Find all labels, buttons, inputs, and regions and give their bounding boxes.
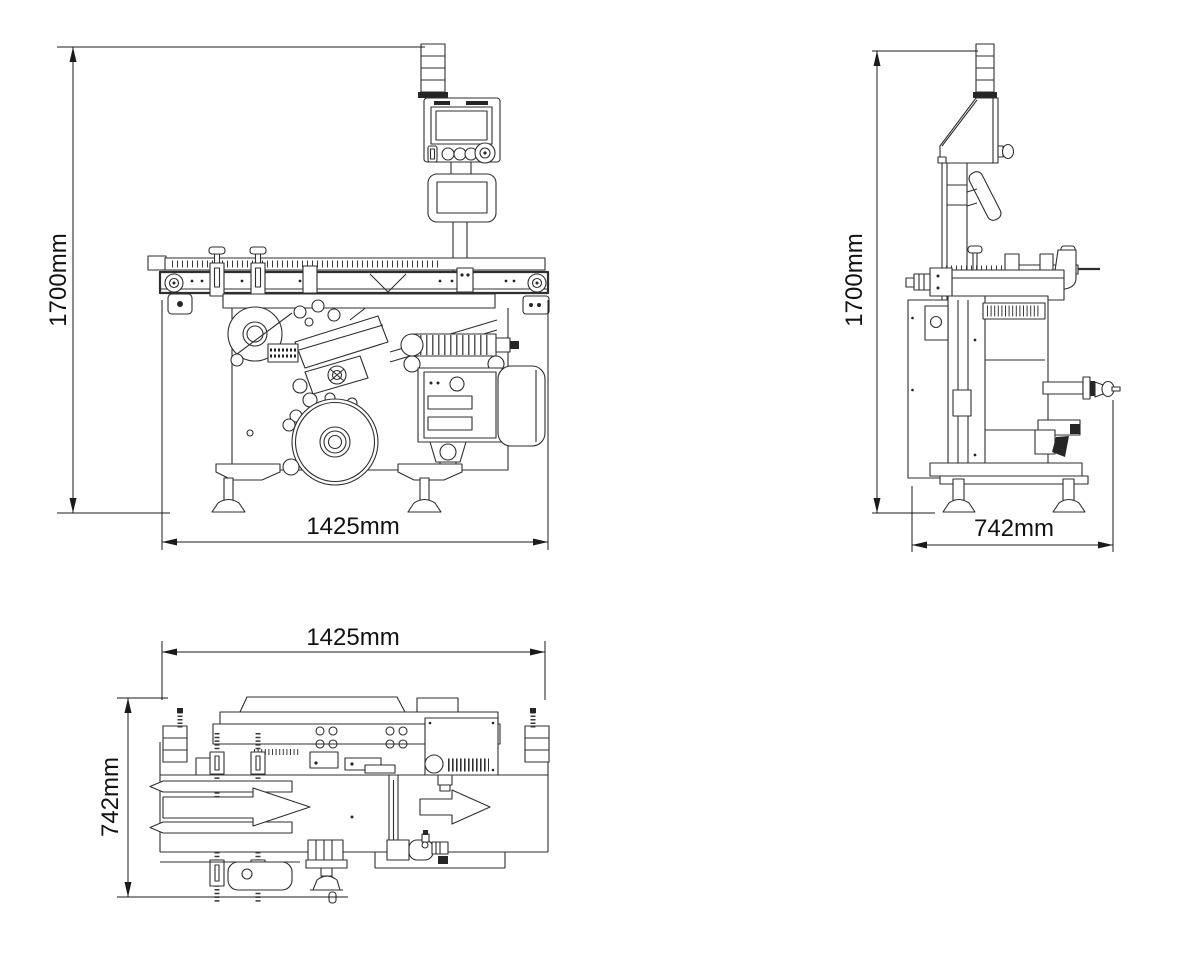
- weighing-display: [427, 173, 497, 223]
- leveling-foot: [1052, 498, 1086, 513]
- top-bottom-fittings: [305, 830, 449, 904]
- top-control-box: [424, 717, 499, 792]
- leveling-foot: [407, 498, 442, 513]
- guide-clamp-screws: [209, 733, 293, 903]
- dim-label-front-height: 1700mm: [45, 233, 72, 326]
- top-conveyor-belt: [149, 774, 548, 869]
- drive-control-box: [417, 367, 503, 443]
- dim-front-height: 1700mm: [45, 46, 425, 514]
- end-bracket: [522, 295, 550, 315]
- label-peel-point: [369, 273, 407, 293]
- side-view: 1700mm 742mm: [841, 43, 1121, 552]
- guide-adjust-knob: [249, 246, 267, 297]
- support-column: [941, 163, 968, 310]
- dim-label-front-width: 1425mm: [306, 513, 399, 540]
- machine-base: [211, 463, 463, 513]
- dim-label-side-height: 1700mm: [841, 233, 868, 326]
- display-side: [968, 171, 1002, 221]
- flow-arrow-icon: [419, 789, 491, 825]
- dim-top-width: 1425mm: [161, 624, 546, 700]
- dim-side-height: 1700mm: [841, 50, 978, 514]
- side-machine-body: [907, 295, 1049, 479]
- dim-label-top-depth: 742mm: [97, 757, 124, 837]
- dim-label-top-width: 1425mm: [306, 624, 399, 651]
- dim-front-width: 1425mm: [161, 300, 549, 550]
- dim-top-depth: 742mm: [97, 697, 348, 898]
- guide-rail-top: [149, 780, 293, 793]
- top-corner-mounts: [162, 708, 550, 763]
- hmi-button: [453, 147, 467, 161]
- dim-side-depth: 742mm: [911, 400, 1114, 552]
- hmi-button: [441, 147, 455, 161]
- stack-light-side: [973, 43, 997, 98]
- guide-rail-top: [149, 821, 293, 834]
- rewind-reel: [282, 398, 379, 486]
- hmi-switch: [427, 145, 438, 163]
- pneumatic-cylinder: [400, 333, 519, 373]
- stack-light: [418, 43, 448, 98]
- guide-adjust-knob: [208, 246, 226, 297]
- rail-clamp: [456, 267, 474, 293]
- console-head-side: [937, 97, 1015, 164]
- handwheel: [1042, 376, 1121, 400]
- side-actuator: [1034, 419, 1081, 457]
- flow-arrow-icon: [162, 787, 311, 827]
- front-conveyor: [147, 246, 550, 321]
- leveling-foot: [942, 498, 976, 513]
- hmi-panel: [423, 97, 501, 164]
- leveling-foot-top: [312, 875, 341, 891]
- top-view: 1425mm 742mm: [97, 624, 550, 904]
- side-conveyor-body: [905, 267, 1065, 301]
- console-knob: [1001, 143, 1015, 160]
- front-view: 1700mm 1425mm: [45, 43, 550, 550]
- side-base: [929, 462, 1089, 513]
- panel-pole: [450, 161, 472, 175]
- applicator-head: [267, 299, 389, 423]
- leveling-foot: [211, 498, 246, 513]
- dim-label-side-depth: 742mm: [974, 515, 1054, 542]
- mounting-holes: [315, 726, 408, 749]
- rail-clamp: [302, 265, 318, 294]
